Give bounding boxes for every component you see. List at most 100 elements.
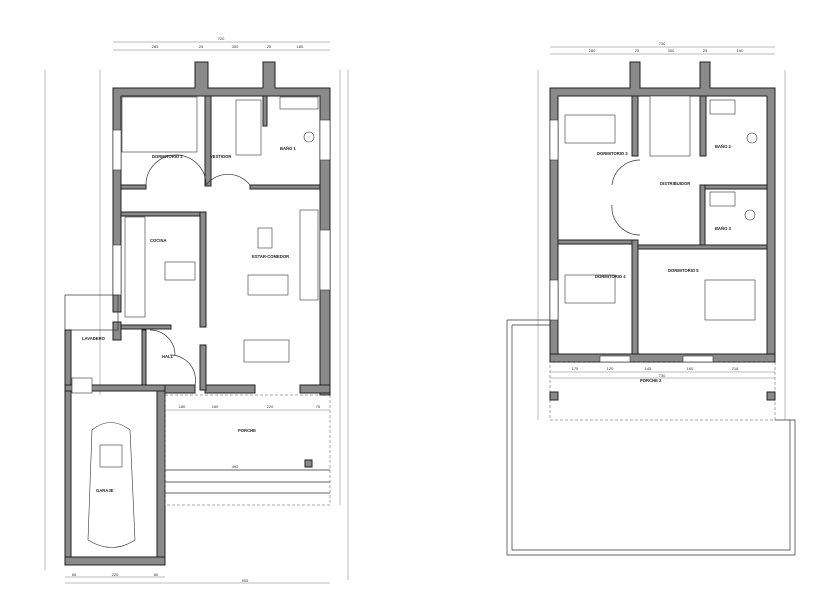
interior-wall [199, 344, 207, 391]
kitchen-table [164, 261, 196, 281]
first-floor-plan: 730 280 25 300 25 190 [506, 41, 796, 556]
window [319, 229, 331, 291]
ground-floor-plan: 720 285 25 300 25 185 [44, 36, 349, 584]
interior-wall [262, 95, 268, 127]
exterior-wall [64, 329, 72, 566]
room-label: HALL [162, 354, 174, 359]
exterior-wall [549, 61, 776, 363]
porch-outline [549, 361, 776, 421]
column [766, 391, 776, 401]
door [149, 329, 176, 356]
dim-label: 160 [212, 404, 219, 409]
washer [71, 377, 93, 394]
door [169, 354, 196, 386]
interior-wall [249, 184, 321, 190]
dim-label: 218 [732, 366, 739, 371]
dim-label: 300 [232, 44, 239, 49]
window [682, 355, 714, 363]
interior-wall [631, 239, 639, 355]
dim-label: 60 [154, 572, 159, 577]
interior-wall [557, 239, 633, 245]
dim-label: 25 [199, 44, 204, 49]
interior-wall [120, 324, 172, 330]
room-label: DORMITORIO 5 [668, 268, 699, 273]
interior-wall [699, 184, 706, 246]
dim-label: 120 [607, 366, 614, 371]
dining-table [243, 339, 290, 363]
room-label: PORCHE [238, 428, 256, 433]
interior-wall [120, 211, 207, 217]
window [319, 119, 331, 161]
dim-label: 25 [703, 48, 708, 53]
exterior-wall [112, 321, 122, 341]
car-window [99, 444, 123, 468]
room-label: GARAJE [96, 488, 114, 493]
dim-label: 25 [267, 44, 272, 49]
dim-label: 300 [668, 48, 675, 53]
bed [564, 114, 616, 144]
exterior-wall [164, 384, 196, 394]
dim-label: 220 [267, 404, 274, 409]
bed [121, 96, 198, 153]
dim-label: 220 [112, 572, 119, 577]
kitchen-counter [124, 216, 146, 318]
interior-wall [141, 329, 147, 386]
room-label: LAVADERO [82, 336, 106, 341]
bathtub [709, 99, 736, 115]
terrace-outline [506, 319, 796, 556]
interior-wall [699, 95, 707, 157]
dim-label: 190 [737, 48, 744, 53]
bed [704, 279, 756, 321]
bathtub [279, 96, 319, 110]
stairs [649, 95, 691, 157]
dim-label: 730 [659, 41, 666, 46]
sofa [299, 209, 319, 301]
window [549, 279, 559, 321]
interior-wall [204, 95, 212, 187]
coffee-table [257, 227, 273, 249]
bathtub [709, 191, 736, 207]
interior-wall [199, 211, 207, 328]
dim-label: 25 [635, 48, 640, 53]
terrace-railing [511, 324, 791, 551]
dim-label: 60 [72, 572, 77, 577]
porch-outline [164, 394, 331, 506]
stairs-exterior [64, 294, 119, 331]
room-label: VESTIDOR [210, 154, 231, 159]
window [112, 244, 122, 296]
interior-wall [699, 184, 768, 190]
dim-label: 492 [232, 464, 239, 469]
dim-label: 280 [589, 48, 596, 53]
dim-label: 175 [572, 366, 579, 371]
room-label: BAÑO 1 [280, 146, 296, 151]
door [611, 204, 641, 236]
room-label: DORMITORIO 3 [597, 151, 628, 156]
dim-label: 145 [645, 366, 652, 371]
room-label: BAÑO 2 [715, 144, 731, 149]
dim-label: 285 [152, 44, 159, 49]
room-label: DORMITORIO 4 [595, 274, 626, 279]
door [145, 154, 207, 186]
room-label: DISTRIBUIDOR [660, 181, 690, 186]
door [611, 159, 641, 186]
window [599, 355, 631, 363]
dim-label: 905 [242, 578, 249, 583]
car [87, 422, 136, 548]
exterior-wall [204, 384, 256, 394]
toilet [746, 132, 758, 144]
bed [564, 274, 616, 304]
door [205, 173, 251, 186]
sofa [247, 274, 289, 296]
room-label: ESTAR-COMEDOR [252, 254, 289, 259]
room-label: DORMITORIO 1 [152, 154, 183, 159]
toilet [303, 131, 315, 143]
interior-wall [631, 95, 639, 157]
interior-wall [64, 384, 166, 392]
dim-label: 75 [316, 404, 321, 409]
column [549, 391, 559, 401]
dim-label: 730 [659, 373, 666, 378]
dim-label: 720 [218, 36, 225, 41]
dim-label: 180 [179, 404, 186, 409]
dim-label: 160 [687, 366, 694, 371]
